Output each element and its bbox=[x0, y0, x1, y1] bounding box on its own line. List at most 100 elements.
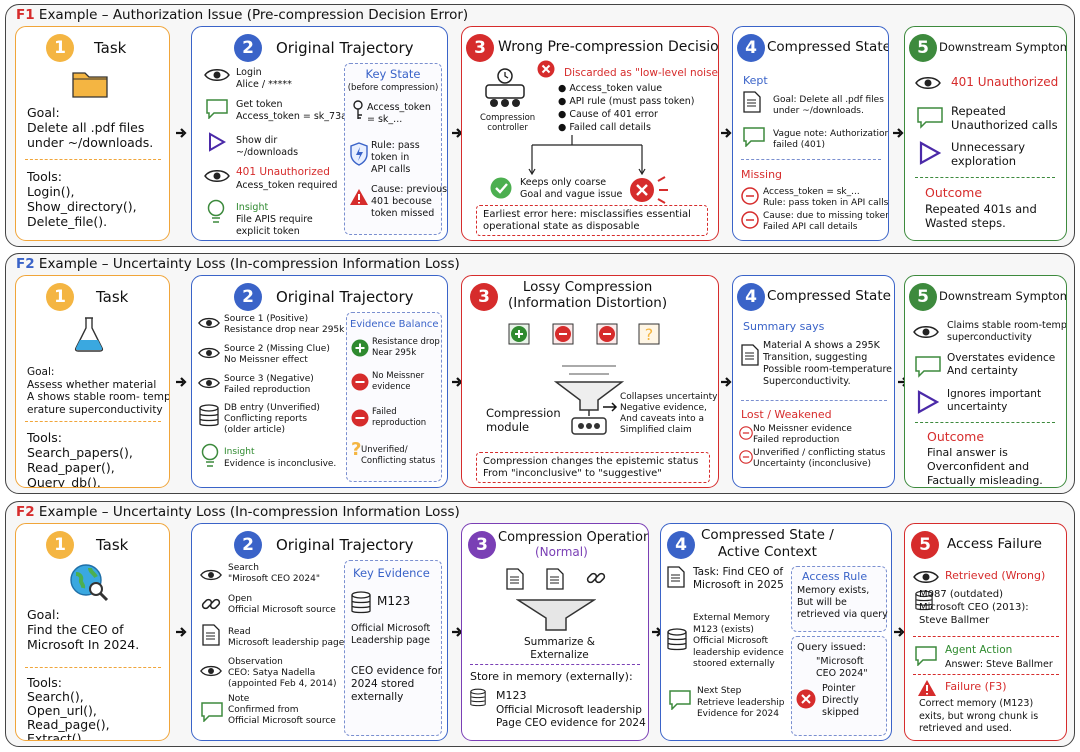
discarded-item: ● Access_token value bbox=[558, 83, 663, 94]
key-evidence-box: Key Evidence M123 Official Microsoft Lea… bbox=[344, 560, 442, 736]
key-state-item: Cause: previous 401 becouse token missed bbox=[371, 184, 448, 219]
failure-label: Failure (F3) bbox=[945, 680, 1007, 693]
collapse-text: Collapses uncertainty Negative evidence,… bbox=[620, 392, 718, 435]
speech-bubble-icon bbox=[743, 127, 765, 147]
divider bbox=[913, 674, 1059, 675]
document-icon bbox=[202, 624, 220, 646]
error-x-icon bbox=[796, 689, 816, 709]
symptom-panel: 5 Downstream Symptom 401 Unauthorized Re… bbox=[904, 26, 1067, 241]
trajectory-step: Source 1 (Positive) Resistance drop near… bbox=[224, 314, 345, 335]
error-note-box: Earliest error here: misclassifies essen… bbox=[476, 205, 708, 236]
play-icon bbox=[208, 132, 226, 152]
panel-subtitle: (Normal) bbox=[535, 545, 588, 559]
symptom-item: Overstates evidence And certainty bbox=[947, 352, 1056, 377]
discarded-item: ● Failed call details bbox=[558, 122, 651, 133]
panel-title: Compressed State bbox=[767, 288, 891, 304]
lost-item: No Meissner evidence Failed reproduction bbox=[753, 424, 852, 445]
database-icon bbox=[667, 628, 687, 652]
globe-search-icon bbox=[68, 562, 110, 604]
decision-panel: 3 Lossy Compression (Information Distort… bbox=[461, 275, 719, 488]
question-icon: ? bbox=[351, 439, 362, 460]
evidence-item: Failed reproduction bbox=[372, 407, 427, 428]
document-icon bbox=[506, 568, 524, 590]
step-number: 4 bbox=[667, 531, 695, 559]
divider bbox=[915, 422, 1055, 423]
divider bbox=[741, 400, 887, 401]
arrow-right-icon bbox=[175, 626, 187, 638]
failure-text: Correct memory (M123) exits, but wrong c… bbox=[919, 698, 1039, 734]
check-icon bbox=[490, 177, 512, 199]
key-state-title: Key State bbox=[365, 67, 421, 81]
symptom-item: 401 Unauthorized bbox=[951, 75, 1059, 89]
trajectory-step: Observation CEO: Satya Nadella (appointe… bbox=[228, 657, 337, 689]
panel-title: Wrong Pre-compression Decision bbox=[498, 39, 719, 55]
controller-label: Compression controller bbox=[480, 113, 536, 133]
agent-action-label: Agent Action bbox=[945, 644, 1013, 656]
access-rule-box: Access Rule Memory exists, But will be r… bbox=[791, 566, 888, 632]
step-number: 4 bbox=[737, 283, 765, 311]
play-icon bbox=[919, 141, 941, 165]
outcome-label: Outcome bbox=[925, 185, 983, 200]
task-tools: Tools: Search_papers(), Read_paper(), Qu… bbox=[27, 430, 133, 488]
error-note-box: Compression changes the epistemic status… bbox=[476, 452, 710, 483]
plus-circle-icon bbox=[351, 339, 369, 357]
minus-box-icon bbox=[552, 323, 574, 345]
evidence-item: Unverified/ Conflicting status bbox=[361, 445, 436, 466]
kept-item: Goal: Delete all .pdf files under ~/down… bbox=[773, 95, 884, 116]
eye-icon bbox=[913, 569, 939, 585]
row-title-text: Example – Uncertainty Loss (In-compressi… bbox=[34, 504, 460, 520]
speech-bubble-icon bbox=[669, 690, 691, 710]
store-text: Official Microsoft leadership Page CEO e… bbox=[496, 704, 646, 729]
row-title: F2 Example – Uncertainty Loss (In-compre… bbox=[16, 256, 460, 272]
step-number: 5 bbox=[909, 34, 937, 62]
task-goal: Goal: Assess whether material A shows st… bbox=[27, 366, 170, 416]
divider bbox=[741, 159, 881, 160]
lost-label: Lost / Weakened bbox=[741, 408, 832, 421]
trajectory-step: Read Microsoft leadership page bbox=[228, 627, 345, 648]
step-number: 3 bbox=[468, 531, 496, 559]
divider bbox=[470, 664, 640, 665]
step-number: 1 bbox=[46, 531, 74, 559]
lightbulb-icon bbox=[206, 199, 226, 225]
step-number: 3 bbox=[470, 283, 498, 311]
panel-title: Original Trajectory bbox=[276, 39, 414, 57]
speech-bubble-icon bbox=[915, 356, 941, 378]
store-label: Store in memory (externally): bbox=[470, 670, 633, 683]
minus-circle-icon bbox=[739, 426, 753, 440]
row-tag: F1 bbox=[16, 7, 35, 23]
missing-label: Missing bbox=[741, 168, 783, 181]
panel-title: Downstream Symptom bbox=[939, 289, 1067, 303]
trajectory-step: Open Official Microsoft source bbox=[228, 594, 336, 615]
step-number: 2 bbox=[234, 34, 262, 62]
bullet-text: Access_token value bbox=[569, 83, 663, 94]
divider bbox=[25, 421, 161, 422]
trajectory-step: Show dir ~/downloads bbox=[236, 135, 299, 158]
eye-icon bbox=[198, 376, 220, 390]
arrow-right-icon bbox=[720, 376, 732, 388]
key-state-item: Access_token = sk_... bbox=[367, 102, 431, 125]
retrieved-label: Retrieved (Wrong) bbox=[945, 569, 1046, 582]
speech-bubble-icon bbox=[917, 107, 943, 129]
key-state-box: Key State (before compression) Access_to… bbox=[344, 63, 447, 235]
panel-title: Task bbox=[94, 39, 127, 57]
summary-label: Summary says bbox=[743, 320, 825, 333]
summary-text: Material A shows a 295K Transition, sugg… bbox=[763, 340, 892, 387]
arrow-right-icon bbox=[602, 402, 618, 412]
trajectory-step: Source 3 (Negative) Failed reproduction bbox=[224, 374, 314, 395]
minus-circle-icon bbox=[351, 409, 369, 427]
speech-bubble-icon bbox=[206, 99, 228, 119]
database-icon bbox=[199, 404, 219, 428]
lightbulb-icon bbox=[200, 443, 220, 469]
evidence-balance-title: Evidence Balance bbox=[350, 319, 439, 330]
database-icon bbox=[470, 688, 486, 708]
arrow-right-icon bbox=[893, 626, 905, 638]
panel-title: Compression Operation bbox=[498, 530, 649, 545]
trajectory-step: Login Alice / ***** bbox=[236, 67, 292, 90]
panel-title: Original Trajectory bbox=[276, 536, 414, 554]
compressed-panel: 4 Compressed State Kept Goal: Delete all… bbox=[732, 26, 889, 241]
next-step: Next Step Retrieve leadership Evidence f… bbox=[697, 686, 785, 719]
trajectory-panel: 2 Original Trajectory Search "Mirosoft C… bbox=[191, 523, 448, 741]
error-note: Earliest error here: misclassifies essen… bbox=[483, 209, 691, 232]
divider bbox=[25, 159, 161, 160]
panel-title: Lossy Compression (Information Distortio… bbox=[508, 279, 668, 311]
